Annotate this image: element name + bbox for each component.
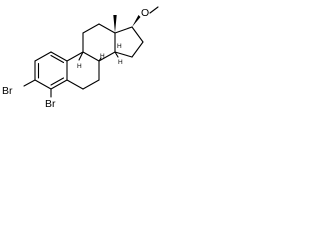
methyl-ether-bond xyxy=(149,6,159,14)
bromine-bond-upper xyxy=(23,79,36,87)
h-bond-c9 xyxy=(78,51,84,61)
chemical-structure: Br Br O H H H H xyxy=(2,6,159,110)
stereo-h-c13: H xyxy=(117,43,122,50)
ring-b xyxy=(66,51,100,90)
stereo-h-c9: H xyxy=(77,63,82,70)
oxygen-label: O xyxy=(141,7,149,19)
stereo-h-c14: H xyxy=(118,59,123,66)
bromine-label-lower: Br xyxy=(45,98,56,110)
methoxy-wedge-bond xyxy=(132,15,141,27)
ring-a-aromatic xyxy=(34,51,68,90)
h-bond-c8 xyxy=(98,57,102,62)
ring-c xyxy=(82,23,116,62)
h-bond-c14 xyxy=(114,51,119,58)
bromine-label-upper: Br xyxy=(2,85,13,97)
methyl-wedge-bond xyxy=(113,15,117,33)
stereo-h-c8: H xyxy=(100,53,105,60)
ring-d xyxy=(114,26,144,58)
